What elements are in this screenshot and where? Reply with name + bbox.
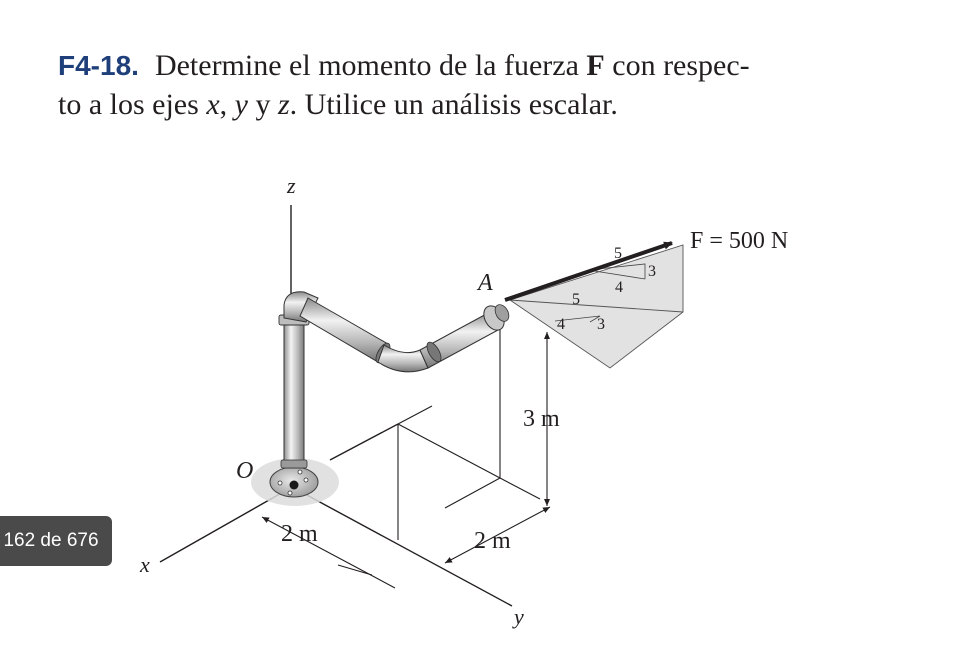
slope-upper-leg-b: 3: [648, 263, 656, 280]
hidden-axis-line: [329, 423, 399, 461]
figure-labels: z x y O A F = 500 N 2 m 2 m 3 m 5 4 3 5 …: [139, 173, 788, 629]
force-vector: [504, 241, 673, 302]
problem-text-1: Determine el momento de la fuerza: [154, 49, 587, 82]
y-axis-label: y: [512, 604, 524, 629]
page-indicator: 162 de 676: [0, 516, 112, 566]
slope-lower-leg-a: 4: [557, 316, 565, 333]
force-symbol: F: [586, 49, 605, 82]
slope-upper-leg-a: 4: [615, 279, 623, 296]
z-axis-label: z: [286, 173, 296, 198]
force-label: F = 500 N: [690, 228, 788, 254]
x-axis-label: x: [139, 552, 150, 577]
dim-y-label: 2 m: [474, 528, 511, 554]
problem-text-4: . Utilice un análisis escalar.: [289, 88, 618, 121]
slope-upper-hyp: 5: [614, 245, 622, 262]
y-axis-line: [291, 486, 513, 607]
point-a-label: A: [476, 270, 493, 296]
dimension-box: [397, 330, 541, 540]
dim-z-label: 3 m: [523, 406, 560, 432]
slope-lower-leg-b: 3: [597, 316, 605, 333]
dim-x-label: 2 m: [281, 521, 318, 547]
problem-axis-x: x: [206, 88, 220, 121]
problem-statement: F4-18.Determine el momento de la fuerza …: [58, 46, 918, 124]
problem-axis-y: y: [234, 88, 248, 121]
problem-conj: y: [247, 88, 278, 121]
slope-lower-hyp: 5: [572, 291, 580, 308]
problem-text-2: con respec-: [604, 49, 750, 82]
origin-label: O: [236, 458, 253, 484]
coordinate-axes: [159, 205, 513, 607]
problem-comma: ,: [219, 88, 235, 121]
problem-number: F4-18.: [58, 50, 139, 81]
pipe-assembly: [251, 291, 510, 506]
dimension-lines: [261, 332, 551, 589]
problem-axis-z: z: [277, 88, 290, 121]
force-plane: [508, 244, 684, 369]
problem-text-3: to a los ejes: [58, 88, 207, 121]
